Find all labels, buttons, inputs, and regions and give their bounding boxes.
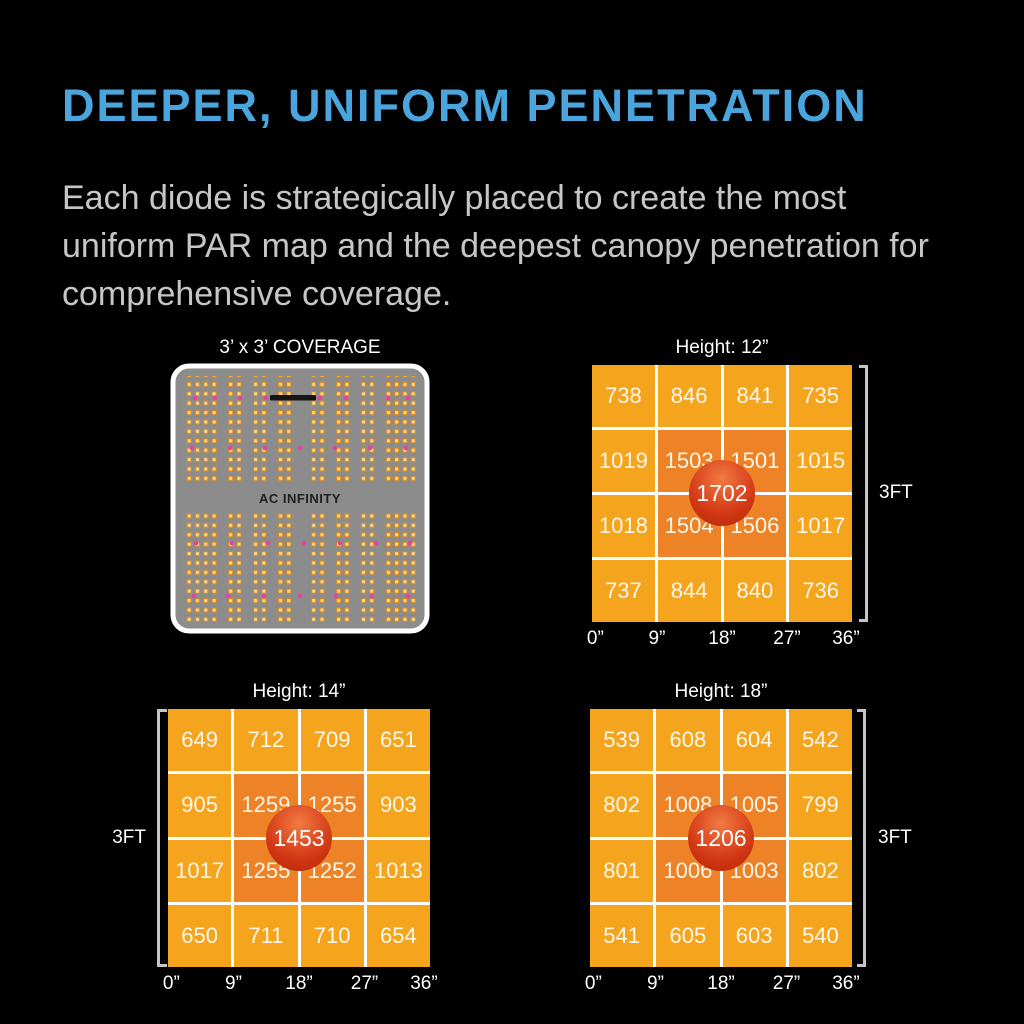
- par-cell: 542: [788, 709, 852, 772]
- par-map-title: Height: 14”: [252, 681, 346, 702]
- board-spec-label: [270, 395, 316, 401]
- x-tick-label: 9”: [648, 628, 666, 649]
- par-cell: 650: [168, 904, 232, 967]
- par-cell: 840: [723, 560, 787, 622]
- x-tick-label: 36”: [832, 628, 860, 649]
- par-cell: 801: [590, 839, 654, 902]
- board-caption: 3’ x 3’ COVERAGE: [219, 337, 381, 358]
- x-tick-label: 18”: [285, 973, 313, 994]
- par-cell: 738: [592, 365, 655, 427]
- par-cell: 654: [366, 904, 430, 967]
- board-channels: [183, 376, 419, 622]
- par-cell: 802: [590, 774, 654, 837]
- coverage-bracket: [157, 709, 167, 967]
- x-tick-label: 27”: [773, 628, 801, 649]
- x-axis-ticks: 0” 9” 18” 27” 36”: [163, 973, 438, 997]
- x-axis-ticks: 0” 9” 18” 27” 36”: [585, 973, 860, 997]
- peak-value-bubble: 1702: [689, 460, 755, 526]
- par-cell: 799: [788, 774, 852, 837]
- par-cell: 605: [656, 904, 720, 967]
- par-cell: 735: [789, 365, 852, 427]
- par-cell: 1255: [300, 774, 364, 837]
- par-cell: 710: [300, 904, 364, 967]
- brand-label: AC INFINITY: [259, 491, 341, 506]
- par-cell: 844: [657, 560, 721, 622]
- coverage-board-panel: 3’ x 3’ COVERAGE: [170, 336, 430, 636]
- par-cell: 1019: [592, 430, 655, 492]
- x-tick-label: 27”: [772, 973, 801, 994]
- par-cell: 1017: [789, 495, 852, 557]
- page-description: Each diode is strategically placed to cr…: [62, 179, 929, 313]
- par-cell: 905: [168, 774, 232, 837]
- peak-value-bubble: 1453: [266, 805, 332, 871]
- x-tick-label: 9”: [225, 973, 242, 994]
- par-cell: 846: [657, 365, 721, 427]
- magenta-diodes: [189, 395, 413, 599]
- x-tick-label: 18”: [707, 973, 735, 994]
- x-tick-label: 36”: [410, 973, 438, 994]
- coverage-span-label: 3FT: [112, 827, 146, 848]
- x-axis-ticks: 0” 9” 18” 27” 36”: [587, 628, 860, 652]
- par-cell: 1013: [366, 839, 430, 902]
- par-cell: 1015: [789, 430, 852, 492]
- par-cell: 651: [366, 709, 430, 772]
- par-cell: 711: [234, 904, 298, 967]
- x-tick-label: 27”: [350, 973, 379, 994]
- par-cell: 712: [234, 709, 298, 772]
- par-cell: 802: [788, 839, 852, 902]
- x-tick-label: 0”: [586, 628, 604, 649]
- par-cell: 709: [300, 709, 364, 772]
- x-tick-label: 0”: [162, 973, 180, 994]
- par-map-title: Height: 18”: [674, 681, 768, 702]
- x-tick-label: 0”: [584, 973, 602, 994]
- coverage-span-label: 3FT: [879, 482, 913, 503]
- par-cell: 608: [656, 709, 720, 772]
- page-title: DEEPER, UNIFORM PENETRATION: [62, 80, 868, 131]
- coverage-bracket: [859, 365, 868, 622]
- par-cell: 541: [590, 904, 654, 967]
- par-cell: 903: [366, 774, 430, 837]
- par-cell: 649: [168, 709, 232, 772]
- x-tick-label: 9”: [647, 973, 664, 994]
- par-cell: 841: [723, 365, 787, 427]
- par-cell: 539: [590, 709, 654, 772]
- x-tick-label: 18”: [708, 628, 736, 649]
- coverage-bracket: [857, 709, 866, 967]
- par-cell: 1501: [723, 430, 787, 492]
- par-map-title: Height: 12”: [675, 337, 769, 358]
- coverage-span-label: 3FT: [878, 827, 912, 848]
- peak-value-bubble: 1206: [688, 805, 754, 871]
- par-cell: 1017: [168, 839, 232, 902]
- led-board-image: AC INFINITY: [170, 363, 430, 634]
- par-cell: 737: [592, 560, 655, 622]
- par-cell: 736: [789, 560, 852, 622]
- x-tick-label: 36”: [832, 973, 860, 994]
- par-cell: 603: [722, 904, 786, 967]
- par-cell: 540: [788, 904, 852, 967]
- par-cell: 604: [722, 709, 786, 772]
- par-cell: 1018: [592, 495, 655, 557]
